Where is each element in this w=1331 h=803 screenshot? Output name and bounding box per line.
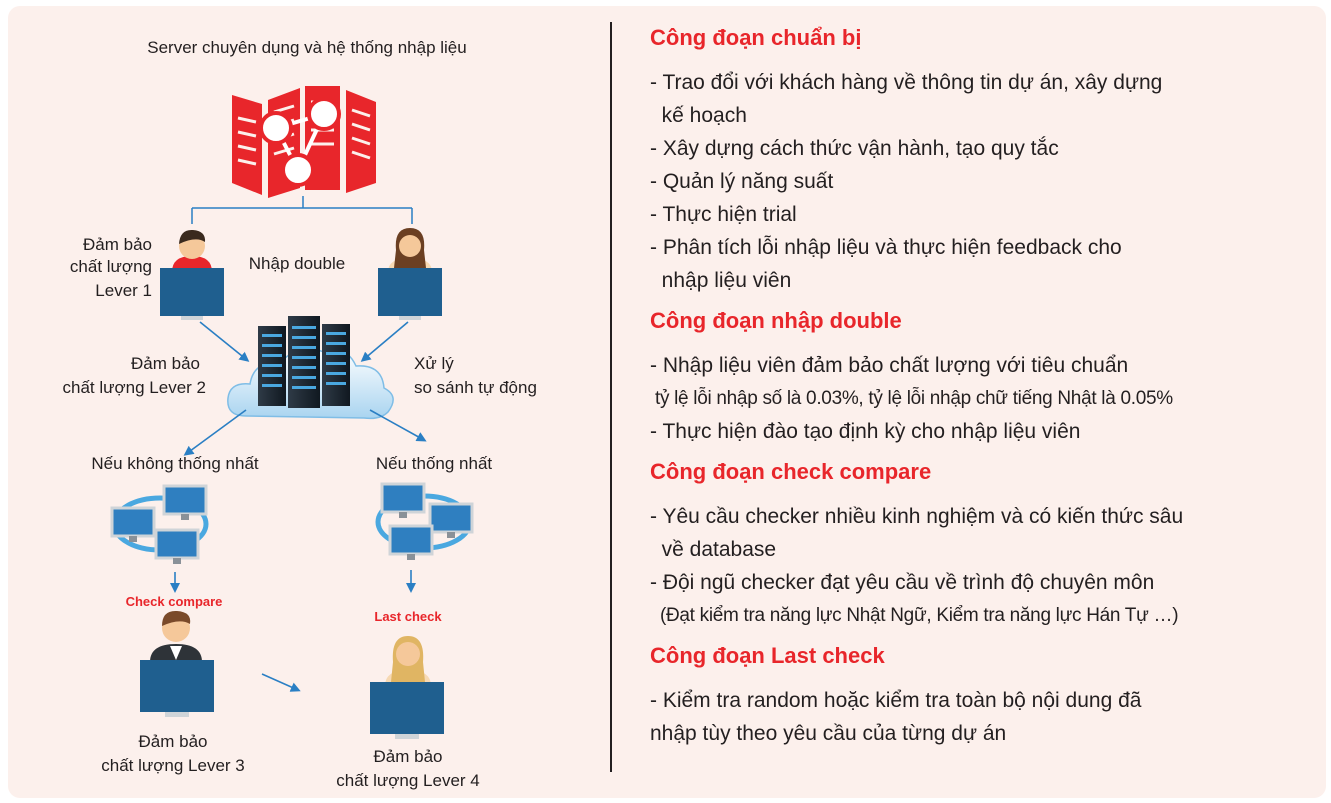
qa3-line1: Đảm bảo	[139, 732, 208, 751]
red-server-network-icon	[232, 86, 376, 198]
arrow-to-cloud-right	[360, 321, 409, 362]
section-preparation: Công đoạn chuẩn bị - Trao đổi với khách …	[650, 24, 1320, 297]
list-item: - Nhập liệu viên đảm bảo chất lượng với …	[650, 354, 1129, 377]
list-item: (Đạt kiểm tra năng lực Nhật Ngữ, Kiểm tr…	[650, 605, 1179, 626]
cloud-server-icon	[227, 316, 394, 420]
list-item: - Đội ngũ checker đạt yêu cầu về trình đ…	[650, 571, 1155, 594]
server-title: Server chuyên dụng và hệ thống nhập liệu	[147, 38, 466, 57]
qa4-line2: chất lượng Lever 4	[336, 771, 480, 790]
arrow-to-cloud-left	[199, 321, 250, 362]
list-item: - Trao đổi với khách hàng về thông tin d…	[650, 71, 1163, 94]
qa3-line2: chất lượng Lever 3	[101, 756, 245, 775]
qa1-line2: chất lượng	[70, 257, 152, 276]
auto-compare-line2: so sánh tự động	[414, 378, 537, 397]
not-match-label: Nếu không thống nhất	[91, 454, 259, 473]
data-entry-operator-icon	[378, 228, 442, 320]
auto-compare-line1: Xử lý	[414, 354, 454, 373]
workflow-diagram: Server chuyên dụng và hệ thống nhập liệu	[63, 38, 537, 790]
checker-operator-icon	[140, 610, 214, 717]
list-item: tỷ lệ lỗi nhập số là 0.03%, tỷ lệ lỗi nh…	[650, 388, 1173, 409]
computer-network-right-icon	[375, 482, 474, 560]
list-item: - Kiểm tra random hoặc kiểm tra toàn bộ …	[650, 689, 1142, 712]
qa4-line1: Đảm bảo	[374, 747, 443, 766]
arrow-to-last-checker	[261, 673, 301, 692]
double-entry-label: Nhập double	[249, 254, 345, 273]
qa2-line1: Đảm bảo	[131, 354, 200, 373]
arrow-not-match	[183, 409, 247, 456]
computer-network-left-icon	[110, 484, 209, 564]
last-check-label: Last check	[374, 609, 442, 624]
qa1-line1: Đảm bảo	[83, 235, 152, 254]
list-item: - Phân tích lỗi nhập liệu và thực hiện f…	[650, 236, 1122, 259]
list-item: - Quản lý năng suất	[650, 170, 834, 193]
match-label: Nếu thống nhất	[376, 454, 493, 473]
list-item: - Thực hiện trial	[650, 203, 797, 226]
arrow-match	[369, 409, 427, 442]
process-description: Công đoạn chuẩn bị - Trao đổi với khách …	[650, 24, 1320, 760]
last-checker-operator-icon	[370, 636, 444, 739]
list-item: - Yêu cầu checker nhiều kinh nghiệm và c…	[650, 505, 1184, 528]
section-double-entry: Công đoạn nhập double - Nhập liệu viên đ…	[650, 307, 1320, 448]
vertical-divider	[610, 22, 612, 772]
list-item: nhập liệu viên	[650, 269, 792, 292]
list-item: - Thực hiện đào tạo định kỳ cho nhập liệ…	[650, 420, 1081, 443]
list-item: - Xây dựng cách thức vận hành, tạo quy t…	[650, 137, 1059, 160]
check-compare-label: Check compare	[126, 594, 223, 609]
qa2-line2: chất lượng Lever 2	[63, 378, 207, 397]
server-connector	[191, 196, 413, 224]
qa-operator-1-icon	[160, 229, 224, 320]
section-title: Công đoạn check compare	[650, 459, 932, 484]
list-item: về database	[650, 538, 777, 561]
list-item: nhập tùy theo yêu cầu của từng dự án	[650, 722, 1007, 745]
section-title: Công đoạn Last check	[650, 643, 885, 668]
qa1-line3: Lever 1	[95, 281, 152, 300]
section-title: Công đoạn nhập double	[650, 308, 902, 333]
list-item: kế hoạch	[650, 104, 747, 127]
section-last-check: Công đoạn Last check - Kiểm tra random h…	[650, 642, 1320, 750]
section-title: Công đoạn chuẩn bị	[650, 25, 862, 50]
section-check-compare: Công đoạn check compare - Yêu cầu checke…	[650, 458, 1320, 632]
